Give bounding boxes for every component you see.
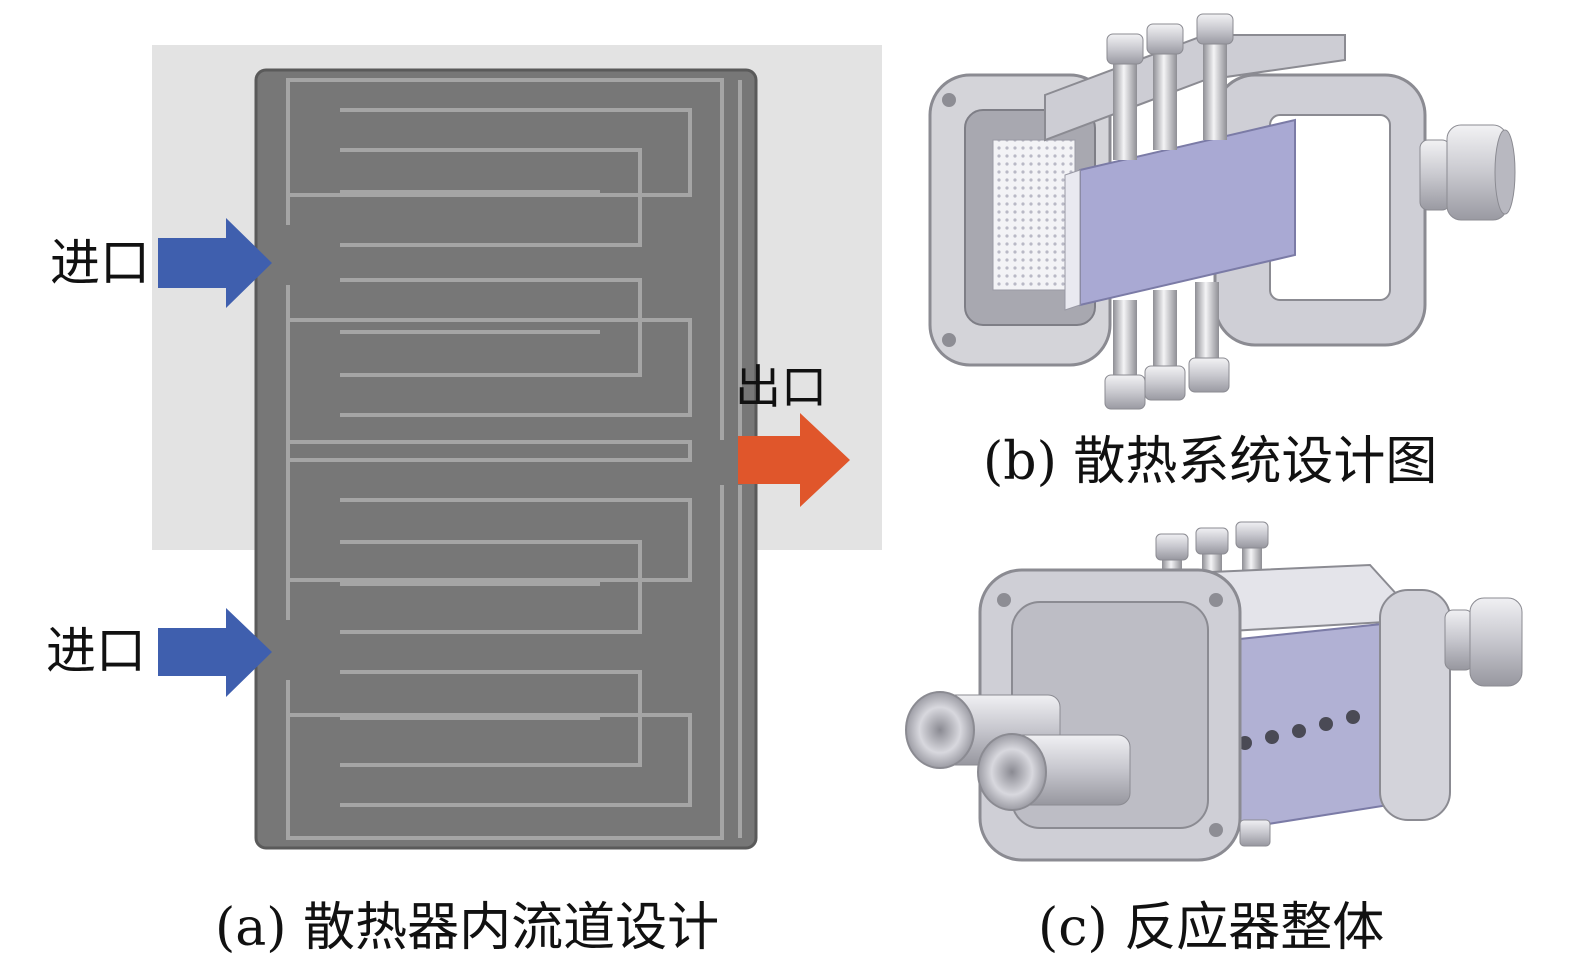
reactor-nut-2 [1195,527,1229,555]
channel-lower-4 [290,713,692,807]
channel-lower-1 [290,498,692,582]
vent-hole-icon [1265,730,1279,744]
pipe-end [1494,129,1516,215]
inlet-arrow-top [158,218,272,308]
channel-middle [290,440,692,462]
reactor-nut-3 [1235,521,1269,549]
inlet-label-top: 进口 [50,234,150,292]
inlet-arrow-bottom [158,608,272,697]
center-block-side [1064,169,1081,311]
top-nut-2 [1146,23,1184,55]
reactor-bottom-nut [1239,819,1271,847]
outlet-label: 出口 [735,360,827,414]
panel-b-cooling-system-design [915,0,1535,430]
bottom-nut-3 [1188,357,1230,393]
caption-a: (a) 散热器内流道设计 [215,898,720,958]
flow-channels [286,78,742,840]
inlet-label-bottom: 进口 [46,622,146,680]
channel-upper-2 [340,148,642,247]
bottom-nut-1 [1104,374,1146,410]
bolt-hole-icon [942,333,956,347]
reactor-nut-1 [1155,533,1189,561]
vent-hole-icon [1319,717,1333,731]
vent-hole-icon [1292,724,1306,738]
caption-c: (c) 反应器整体 [1038,898,1385,958]
bolt-icon [1209,823,1223,837]
panel-a-heat-sink-flow-channel: 进口 进口 出口 [46,45,882,850]
heat-sink-diagram [152,45,882,850]
bottom-rod-3 [1195,282,1219,360]
inlet-pipe-1-end [905,691,975,769]
outlet-arrow [738,413,850,507]
dot-matrix-plate [992,139,1076,291]
pipe-collar [1419,139,1451,211]
bolt-icon [997,593,1011,607]
panel-c-reactor-assembly [900,510,1540,890]
bolt-hole-icon [942,93,956,107]
channel-upper-5 [340,278,642,377]
bottom-nut-2 [1144,365,1186,401]
channel-frame-bottom [286,285,724,840]
top-nut-3 [1196,13,1234,45]
channel-lower-2 [340,540,642,634]
inlet-pipe-2-end [977,733,1047,811]
cooling-system-drawing [928,13,1516,410]
bolt-icon [1209,593,1223,607]
bottom-rod-1 [1113,300,1137,380]
reactor-right-nut [1469,597,1523,687]
top-nut-1 [1106,33,1144,65]
bottom-rod-2 [1153,290,1177,370]
channel-upper-4 [290,318,692,417]
caption-b: (b) 散热系统设计图 [983,432,1438,492]
channel-frame-top [286,78,724,440]
vent-hole-icon [1346,710,1360,724]
reactor-right-flange [1379,589,1451,821]
reactor-right-collar [1444,609,1474,671]
channel-upper-1 [290,108,692,197]
channel-lower-5 [340,670,642,767]
reactor-drawing [905,521,1523,862]
